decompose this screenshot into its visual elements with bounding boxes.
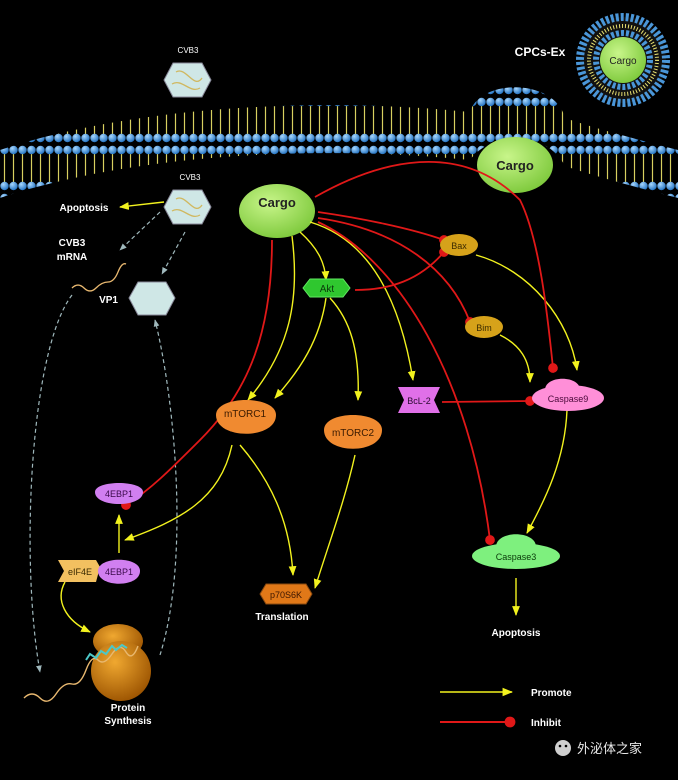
mtorc2-label: mTORC2 bbox=[332, 428, 374, 439]
caspase9-node: Caspase9 bbox=[532, 378, 604, 411]
wechat-icon bbox=[555, 740, 571, 756]
mtorc2-node: mTORC2 bbox=[324, 415, 382, 449]
budding-cargo bbox=[477, 137, 553, 193]
exosome-cargo-label: Cargo bbox=[609, 56, 637, 67]
inhibit-arrows bbox=[121, 161, 558, 545]
viral-cycle-dashed-arrows bbox=[29, 211, 186, 673]
nascent-peptide bbox=[85, 643, 128, 661]
bcl2-label: BcL-2 bbox=[407, 396, 431, 406]
vp1-capsid bbox=[128, 281, 176, 316]
cvb3-virion-top bbox=[163, 62, 212, 98]
apoptosis-right-label: Apoptosis bbox=[492, 628, 541, 639]
p70s6k-label: p70S6K bbox=[270, 590, 302, 600]
cargo-main bbox=[239, 184, 315, 238]
translation-label: Translation bbox=[255, 612, 308, 623]
legend-promote-label: Promote bbox=[531, 688, 572, 699]
ebp1-bottom-label: 4EBP1 bbox=[105, 567, 133, 577]
akt-node: Akt bbox=[302, 278, 351, 298]
cvb3-mrna-label-1: CVB3 bbox=[59, 238, 86, 249]
promote-arrows bbox=[60, 221, 580, 633]
cvb3-top-label: CVB3 bbox=[178, 46, 199, 55]
cvb3-inside-label: CVB3 bbox=[180, 173, 201, 182]
cvb3-to-apoptosis-arrow bbox=[119, 201, 165, 210]
ebp1-top-label: 4EBP1 bbox=[105, 489, 133, 499]
bax-node: Bax bbox=[440, 234, 478, 256]
caspase3-label: Caspase3 bbox=[496, 552, 537, 562]
akt-label: Akt bbox=[320, 284, 335, 295]
cvb3-mrna-label-2: mRNA bbox=[57, 252, 88, 263]
budding-cargo-label: Cargo bbox=[496, 158, 534, 173]
apoptosis-left-label: Apoptosis bbox=[60, 203, 109, 214]
caspase3-node: Caspase3 bbox=[472, 534, 560, 569]
cpcs-exosome: Cargo bbox=[576, 13, 670, 107]
mtorc1-node: mTORC1 bbox=[216, 400, 276, 434]
bax-label: Bax bbox=[451, 241, 467, 251]
caspase9-label: Caspase9 bbox=[548, 394, 589, 404]
mtorc1-label: mTORC1 bbox=[224, 409, 266, 420]
bim-node: Bim bbox=[465, 316, 503, 338]
exosome-cargo bbox=[600, 37, 646, 83]
vp1-label: VP1 bbox=[99, 295, 118, 306]
watermark-text: 外泌体之家 bbox=[577, 741, 642, 756]
ebp1-top-node: 4EBP1 bbox=[95, 483, 143, 504]
bcl2-node: BcL-2 bbox=[398, 387, 440, 413]
p70s6k-node: p70S6K bbox=[259, 583, 313, 605]
watermark: 外泌体之家 bbox=[555, 740, 642, 756]
legend: Promote Inhibit bbox=[440, 687, 572, 729]
cvb3-mrna-strand bbox=[71, 263, 127, 292]
cvb3-virion-inside bbox=[163, 189, 212, 225]
bim-label: Bim bbox=[476, 323, 492, 333]
legend-inhibit-label: Inhibit bbox=[531, 718, 562, 729]
cpcs-ex-label: CPCs-Ex bbox=[515, 45, 566, 59]
protein-synthesis-label-2: Synthesis bbox=[104, 716, 152, 727]
ribosome bbox=[23, 624, 151, 702]
protein-synthesis-label-1: Protein bbox=[111, 703, 145, 714]
eif4e-4ebp1-complex: eIF4E 4EBP1 bbox=[58, 559, 140, 584]
translating-mrna bbox=[23, 645, 139, 702]
eif4e-label: eIF4E bbox=[68, 567, 92, 577]
cell-membrane bbox=[0, 87, 678, 198]
cargo-main-label: Cargo bbox=[258, 195, 296, 210]
